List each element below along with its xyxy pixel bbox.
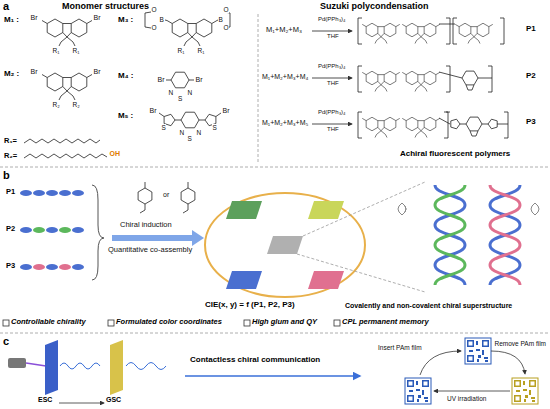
process-label: Quantitative co-assembly (108, 246, 192, 254)
induction-arrow (112, 230, 204, 246)
atom-label: Br (157, 76, 165, 84)
atom-label: Br (93, 14, 101, 22)
process-label: Chiral induction (120, 221, 172, 229)
section-title: Monomer structures (62, 2, 149, 12)
formula-label: CIE(x, y) = f (P1, P2, P3) (205, 301, 295, 310)
atom-label: O (151, 24, 157, 31)
atom-label: N (187, 89, 193, 96)
reactants-label: M₁+M₂+M₃+M₄ (262, 73, 308, 81)
step-label: Insert PAm film (378, 344, 422, 351)
solvent-label: THF (327, 80, 339, 87)
atom-label: Br (30, 68, 38, 76)
monomer-label: M₃ : (118, 16, 133, 25)
step-label: Remove PAm film (494, 340, 546, 347)
atom-label: B (159, 16, 164, 23)
limonene-molecules (138, 182, 195, 213)
panel-letter: b (3, 169, 10, 181)
atom-label: Br (93, 68, 101, 76)
substituent-label: R₁ (197, 47, 205, 54)
feature-item: High glum and QY (252, 318, 317, 326)
catalyst-label: Pd(PPh₃)₄ (318, 63, 346, 70)
atom-label: Br (30, 14, 38, 22)
communication-arrow (185, 376, 360, 377)
feature-item: Controllable chirality (11, 318, 86, 326)
laser-and-films (8, 340, 166, 403)
or-label: or (163, 191, 169, 199)
polymer-label: P3 (526, 118, 536, 127)
atom-label: O (223, 24, 229, 31)
panel-letter: c (3, 335, 9, 347)
cie-films (205, 182, 425, 297)
polymer-label: P2 (526, 72, 536, 81)
polymer-label: P1 (526, 25, 536, 34)
substituent-label: R₂ (52, 101, 60, 108)
monomer-label: M₂ : (4, 70, 19, 79)
monomer-label: M₅ : (118, 112, 133, 121)
substituent-label: R₁ (72, 47, 80, 54)
film-label: ESC (38, 396, 52, 404)
process-label: Contactless chiral communication (190, 356, 320, 365)
film-label: GSC (106, 396, 121, 404)
atom-label: N (179, 129, 185, 136)
polymer-label: P2 (6, 225, 15, 233)
hydroxyl-label: OH (109, 150, 121, 158)
step-label: UV irradiation (447, 395, 486, 402)
feature-item: Formulated color coordinates (116, 318, 222, 326)
atom-label: N (168, 89, 174, 96)
panel-separators (0, 14, 550, 333)
reactants-label: M₁+M₂+M₃+M₅ (262, 119, 308, 127)
atom-label: O (151, 6, 157, 13)
substituent-label: R₁ (177, 47, 185, 54)
solvent-label: THF (327, 33, 339, 40)
atom-label: S (187, 135, 192, 142)
structure-label: Covalently and non-covalent chiral super… (345, 302, 512, 310)
atom-label: B (218, 16, 223, 23)
qr-codes (405, 338, 538, 404)
substituent-label: R₂ (72, 101, 80, 108)
solvent-label: THF (327, 126, 339, 133)
atom-label: O (223, 6, 229, 13)
feature-item: CPL permanent memory (342, 318, 429, 326)
polymers-caption: Achiral fluorescent polymers (400, 150, 510, 159)
monomer-structures (24, 12, 230, 158)
panel-letter: a (3, 0, 9, 12)
atom-label: Br (222, 107, 230, 115)
polymer-label: P1 (6, 188, 15, 196)
polymer-chains (20, 185, 104, 280)
substituent-definition: R₂= (4, 152, 17, 160)
atom-label: S (178, 95, 183, 102)
atom-label: Br (195, 76, 203, 84)
substituent-label: R₁ (52, 47, 60, 54)
monomer-label: M₁ : (4, 16, 19, 25)
substituent-definition: R₁= (4, 137, 17, 145)
atom-label: Br (149, 107, 157, 115)
polymer-label: P3 (6, 262, 15, 270)
atom-label: S (161, 124, 166, 131)
catalyst-label: Pd(PPh₃)₄ (318, 16, 346, 23)
reactants-label: M₁+M₂+M₃ (266, 26, 302, 34)
section-title: Suzuki polycondensation (320, 2, 429, 12)
monomer-label: M₄ : (118, 72, 133, 81)
double-helices (398, 185, 539, 285)
catalyst-label: Pd(PPh₃)₄ (318, 109, 346, 116)
atom-label: S (212, 124, 217, 131)
atom-label: N (196, 129, 202, 136)
polymer-structures (312, 18, 508, 138)
